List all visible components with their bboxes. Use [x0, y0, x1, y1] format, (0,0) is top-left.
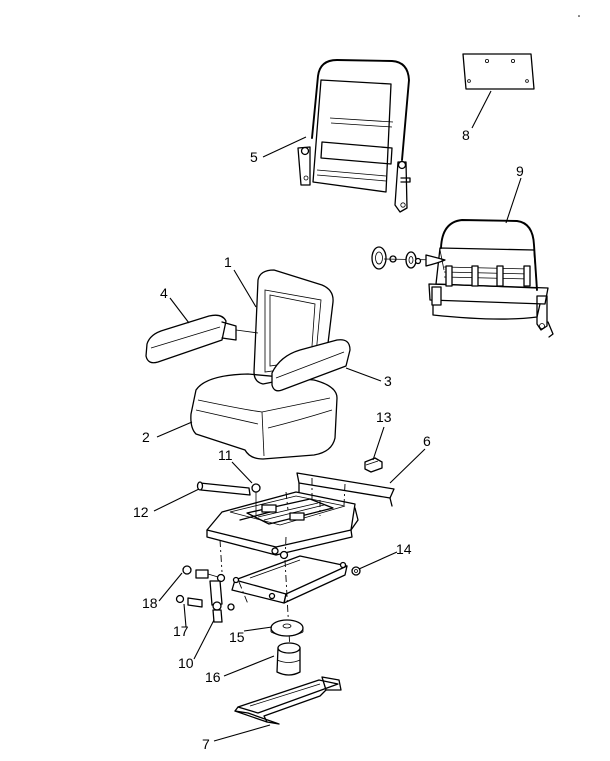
slide-rail-assembly	[206, 491, 359, 573]
part-15-spring-seat	[270, 619, 304, 637]
callout-11: 11	[218, 447, 233, 463]
callout-4: 4	[160, 285, 168, 301]
callout-2: 2	[142, 429, 150, 445]
suspension-mechanism	[231, 550, 348, 651]
part-13-bracket	[364, 457, 383, 473]
part-8-mounting-plate	[462, 53, 535, 90]
part-9-seat-frame-assembly	[371, 219, 554, 338]
part-3-right-armrest	[271, 339, 351, 392]
part-4-left-armrest	[145, 314, 259, 364]
callout-9: 9	[516, 163, 524, 179]
callout-7: 7	[202, 736, 210, 752]
part-2-bottom-cushion	[190, 373, 338, 460]
callout-15: 15	[229, 629, 245, 645]
part-18-bushing	[182, 565, 226, 583]
part-14-nut	[351, 566, 361, 576]
part-6-seat-mounting-plate	[296, 472, 395, 507]
callout-5: 5	[250, 149, 258, 165]
part-17-pin	[175, 594, 235, 611]
callout-12: 12	[133, 504, 149, 520]
part-5-backrest-frame	[297, 59, 411, 213]
callout-10: 10	[178, 655, 194, 671]
part-12-shaft	[196, 481, 251, 496]
callout-13: 13	[376, 409, 392, 425]
callout-1: 1	[224, 254, 232, 270]
callout-14: 14	[396, 541, 412, 557]
callout-6: 6	[423, 433, 431, 449]
callout-16: 16	[205, 669, 221, 685]
leader-lines	[153, 90, 522, 742]
part-10-shock-absorber	[209, 580, 223, 623]
callout-3: 3	[384, 373, 392, 389]
part-16-air-spring	[276, 642, 301, 676]
callout-18: 18	[142, 595, 158, 611]
callout-17: 17	[173, 623, 189, 639]
part-7-base-frame	[234, 676, 342, 725]
corner-mark	[578, 15, 580, 17]
callout-8: 8	[462, 127, 470, 143]
